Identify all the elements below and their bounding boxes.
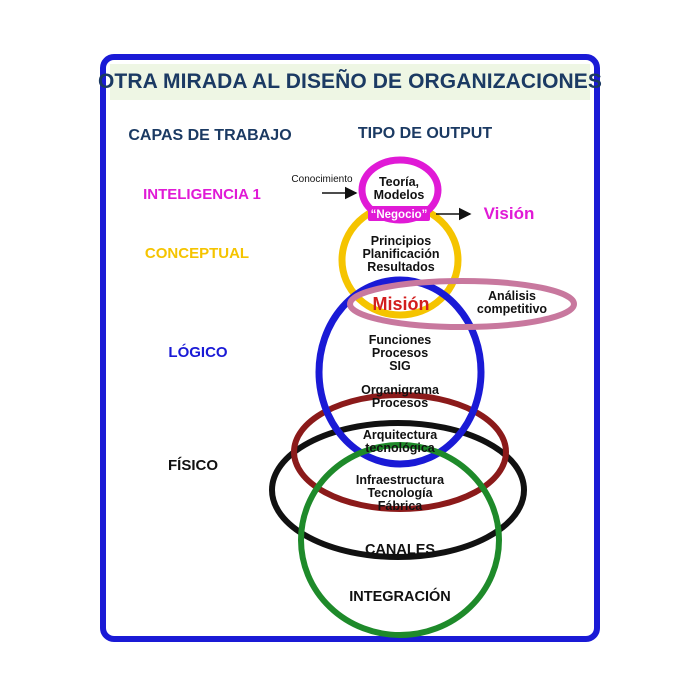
layer-conceptual: CONCEPTUAL [145, 245, 249, 262]
layer-logico: LÓGICO [168, 343, 227, 361]
label-mision: Misión [373, 294, 430, 314]
title-bar: OTRA MIRADA AL DISEÑO DE ORGANIZACIONES [98, 64, 602, 100]
label-procesos-2: Procesos [372, 396, 428, 410]
label-analisis: Análisis [488, 289, 536, 303]
label-resultados: Resultados [367, 260, 434, 274]
header-output: TIPO DE OUTPUT [358, 125, 492, 142]
label-conocimiento: Conocimiento [291, 174, 353, 185]
layer-inteligencia: INTELIGENCIA 1 [143, 186, 261, 203]
label-integracion: INTEGRACIÓN [349, 587, 451, 605]
label-vision: Visión [484, 204, 535, 223]
diagram-frame [100, 54, 600, 642]
header-layers: CAPAS DE TRABAJO [128, 127, 291, 144]
organigrama-ring [291, 392, 509, 512]
label-infraestructura: Infraestructura [356, 473, 445, 487]
logico-ring [315, 276, 485, 468]
label-planificacion: Planificación [362, 247, 439, 261]
label-organigrama: Organigrama [361, 383, 440, 397]
negocio-label: “Negocio” [371, 209, 428, 221]
label-tecnologica: tecnológica [365, 441, 436, 455]
label-funciones: Funciones [369, 333, 432, 347]
integracion-ring [298, 442, 502, 638]
label-modelos: Modelos [374, 188, 425, 202]
label-sig: SIG [389, 359, 411, 373]
diagram-title: OTRA MIRADA AL DISEÑO DE ORGANIZACIONES [97, 70, 603, 93]
label-canales: CANALES [365, 542, 435, 558]
label-procesos: Procesos [372, 346, 428, 360]
label-tecnologia: Tecnología [367, 486, 433, 500]
layer-fisico: FÍSICO [168, 457, 218, 474]
fisico-ring [269, 420, 527, 560]
label-principios: Principios [371, 234, 431, 248]
label-competitivo: competitivo [477, 302, 548, 316]
mision-ring [347, 278, 577, 330]
label-fabrica: Fábrica [378, 499, 424, 513]
negocio-tag [368, 206, 430, 221]
label-arquitectura: Arquitectura [363, 428, 438, 442]
label-teoria: Teoría, [379, 175, 419, 189]
